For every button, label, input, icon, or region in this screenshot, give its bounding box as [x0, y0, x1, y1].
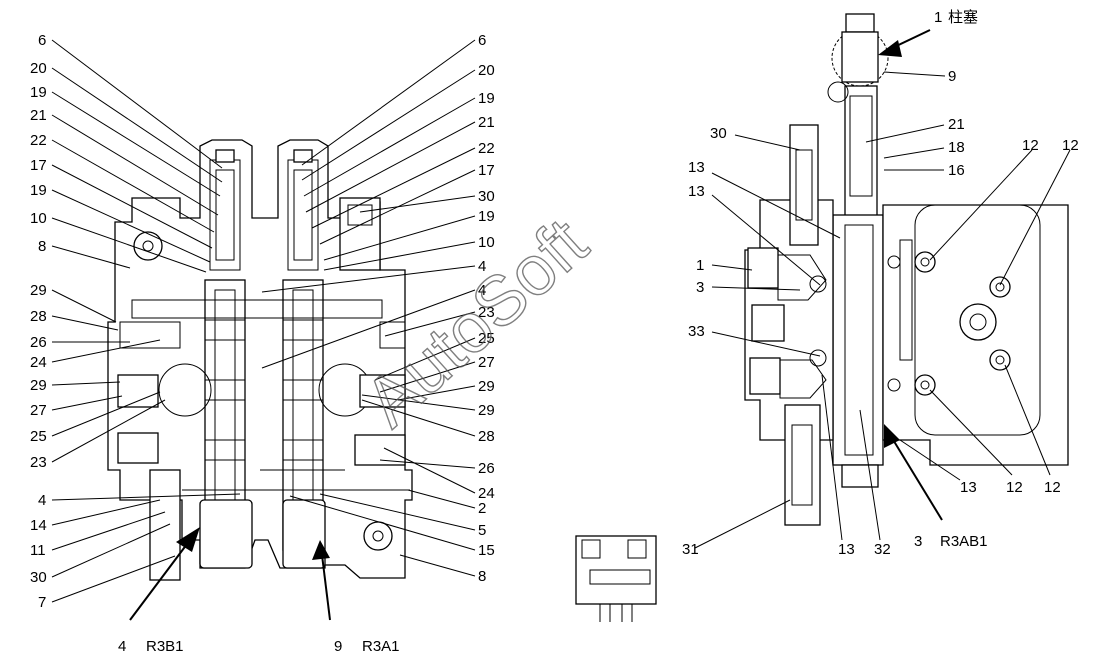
label-l10: 28: [30, 308, 47, 325]
label-l14: 27: [30, 402, 47, 419]
label-l4: 22: [30, 132, 47, 149]
arrow-r3ab1-head: [884, 424, 900, 448]
label-rv-1: 1: [696, 257, 704, 274]
label-l7: 10: [30, 210, 47, 227]
label-rv-30: 30: [710, 125, 727, 142]
label-r3a1-port: R3A1: [362, 638, 400, 655]
label-plunger-num: 1: [934, 9, 942, 26]
left-view-port-arrows: 4 R3B1 9 R3A1: [118, 527, 400, 655]
label-r15: 29: [478, 402, 495, 419]
label-rv-3b: 3: [914, 533, 922, 550]
label-rv-12b: 12: [1062, 137, 1079, 154]
label-rv-3: 3: [696, 279, 704, 296]
label-rv-32: 32: [874, 541, 891, 558]
arrow-r3a1-head: [312, 540, 330, 560]
label-rv-31: 31: [682, 541, 699, 558]
label-r3a1-num: 9: [334, 638, 342, 655]
left-valve-body: [107, 139, 413, 581]
label-l5: 17: [30, 157, 47, 174]
label-r0: 6: [478, 32, 486, 49]
label-l18: 14: [30, 517, 47, 534]
label-l19: 11: [30, 542, 46, 559]
label-r5: 17: [478, 162, 495, 179]
label-r1: 20: [478, 62, 495, 79]
label-r17: 26: [478, 460, 495, 477]
label-rv-13b: 13: [688, 183, 705, 200]
left-view-left-labels: 6 20 19 21 22 17 19 10 8 29 28 26 24 29 …: [30, 32, 47, 611]
label-l9: 29: [30, 282, 47, 299]
label-r6: 30: [478, 188, 495, 205]
label-r10: 4: [478, 282, 486, 299]
left-view-right-labels: 6 20 19 21 22 17 30 19 10 4 4 23 25 27 2…: [478, 32, 495, 585]
label-l3: 21: [30, 107, 47, 124]
label-r8: 10: [478, 234, 495, 251]
label-r14: 29: [478, 378, 495, 395]
label-l17: 4: [38, 492, 46, 509]
label-l0: 6: [38, 32, 46, 49]
label-rv-16: 16: [948, 162, 965, 179]
label-l1: 20: [30, 60, 47, 77]
label-r13: 27: [478, 354, 495, 371]
label-l2: 19: [30, 84, 47, 101]
label-r2: 19: [478, 90, 495, 107]
label-r3: 21: [478, 114, 495, 131]
label-l16: 23: [30, 454, 47, 471]
label-rv-18: 18: [948, 139, 965, 156]
label-r21: 15: [478, 542, 495, 559]
label-l20: 30: [30, 569, 47, 586]
label-rv-12c: 12: [1006, 479, 1023, 496]
label-l15: 25: [30, 428, 47, 445]
label-r20: 5: [478, 522, 486, 539]
label-r7: 19: [478, 208, 495, 225]
label-l8: 8: [38, 238, 46, 255]
label-rv-33: 33: [688, 323, 705, 340]
label-r22: 8: [478, 568, 486, 585]
label-r18: 24: [478, 485, 495, 502]
label-r3b1-num: 4: [118, 638, 126, 655]
label-rv-9: 9: [948, 68, 956, 85]
label-r3b1-port: R3B1: [146, 638, 184, 655]
label-r19: 2: [478, 500, 486, 517]
label-rv-12a: 12: [1022, 137, 1039, 154]
inset-detail: [575, 535, 657, 622]
label-rv-12d: 12: [1044, 479, 1061, 496]
right-view-arrows: [878, 29, 943, 521]
label-r11: 23: [478, 304, 495, 321]
right-view-leaders: [694, 71, 1071, 549]
right-view-labels: 1 柱塞 9 30 21 18 16 13 13 12 12 1 3 33 13…: [682, 8, 1079, 558]
right-valve-body: [744, 13, 1069, 526]
label-l21: 7: [38, 594, 46, 611]
label-l12: 24: [30, 354, 47, 371]
label-r4: 22: [478, 140, 495, 157]
label-l13: 29: [30, 377, 47, 394]
label-r16: 28: [478, 428, 495, 445]
label-rv-13d: 13: [838, 541, 855, 558]
label-rv-13a: 13: [688, 159, 705, 176]
label-rv-21: 21: [948, 116, 965, 133]
label-r9: 4: [478, 258, 486, 275]
arrow-r3b1-head: [176, 527, 200, 552]
label-rv-r3ab1: R3AB1: [940, 533, 988, 550]
label-l11: 26: [30, 334, 47, 351]
label-rv-13c: 13: [960, 479, 977, 496]
label-r12: 25: [478, 330, 495, 347]
left-view-leaders: [51, 39, 476, 603]
arrow-plunger-head: [878, 40, 902, 57]
label-l6: 19: [30, 182, 47, 199]
label-plunger-text: 柱塞: [948, 8, 978, 26]
